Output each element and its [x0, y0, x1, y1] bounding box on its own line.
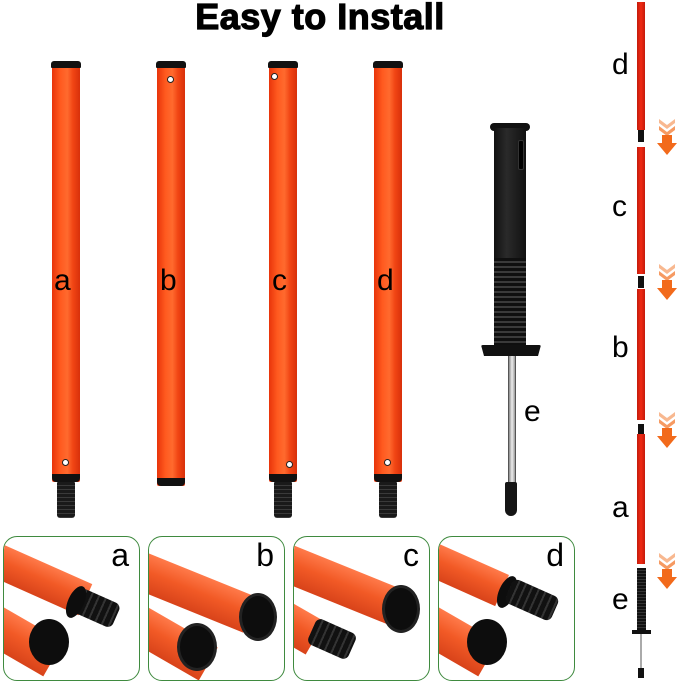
- detail-panel-b: b: [148, 536, 285, 681]
- pole-d: [373, 61, 403, 482]
- detail-panel-c: c: [293, 536, 430, 681]
- pole-hole: [286, 461, 293, 468]
- pole-a-label: a: [54, 264, 71, 297]
- mini-join: [638, 130, 644, 142]
- mini-handle-e: [637, 568, 646, 630]
- assembly-label-a: a: [612, 491, 629, 524]
- mini-flange: [632, 630, 651, 634]
- panel-label: b: [256, 537, 274, 573]
- mini-pole-b: [637, 289, 645, 420]
- panel-label: c: [403, 537, 419, 573]
- detail-panel-a: a: [3, 536, 140, 681]
- spike-tip-cap: [505, 482, 517, 516]
- pole-a: [51, 61, 81, 482]
- pole-a-thread: [57, 482, 75, 518]
- pole-c-label: c: [272, 264, 287, 297]
- pole-d-thread: [379, 482, 397, 518]
- pole-hole: [167, 76, 174, 83]
- title: Easy to Install: [195, 0, 445, 38]
- pole-c: [268, 61, 298, 482]
- handle-slot: [518, 140, 524, 170]
- mini-join: [638, 276, 644, 288]
- ground-spike: [508, 356, 516, 486]
- mini-spike-tip: [638, 668, 644, 678]
- down-arrow-icon: [657, 119, 677, 155]
- mini-join: [638, 424, 644, 434]
- pole-c-thread: [274, 482, 292, 518]
- open-socket-end: [239, 593, 277, 641]
- mini-pole-a: [637, 434, 645, 564]
- handle-flange: [481, 345, 541, 356]
- assembly-label-d: d: [612, 48, 629, 81]
- pole-bottom-cap: [157, 478, 185, 486]
- solid-end-cap: [29, 619, 69, 665]
- pole-hole: [271, 73, 278, 80]
- pole-hole: [384, 459, 391, 466]
- pole-d-label: d: [377, 264, 394, 297]
- mini-pole-c: [637, 147, 645, 274]
- pole-bottom-collar: [269, 474, 297, 482]
- panel-label: d: [546, 537, 564, 573]
- detail-panel-d: d: [438, 536, 575, 681]
- threaded-connector: [306, 617, 358, 661]
- part-e-label: e: [524, 395, 541, 428]
- pole-top-cap: [268, 61, 298, 68]
- solid-end-cap: [467, 619, 507, 665]
- panel-label: a: [111, 537, 129, 573]
- handle-spring: [494, 258, 526, 348]
- down-arrow-icon: [657, 412, 677, 448]
- assembly-label-e: e: [612, 583, 629, 616]
- mini-spike: [640, 634, 642, 674]
- handle-top-rim: [490, 123, 530, 131]
- pole-b-label: b: [160, 264, 177, 297]
- pole-b: [156, 61, 186, 486]
- pole-bottom-collar: [374, 474, 402, 482]
- threaded-connector: [503, 577, 561, 623]
- down-arrow-icon: [657, 553, 677, 589]
- assembly-label-c: c: [612, 190, 627, 223]
- pole-top-cap: [373, 61, 403, 68]
- pole-hole: [62, 459, 69, 466]
- assembly-label-b: b: [612, 331, 629, 364]
- down-arrow-icon: [657, 264, 677, 300]
- open-socket-end: [177, 623, 217, 671]
- mini-pole-d: [637, 2, 645, 130]
- pole-bottom-collar: [52, 474, 80, 482]
- pole-top-cap: [51, 61, 81, 68]
- pole-top-cap: [156, 61, 186, 68]
- open-socket-end: [382, 585, 420, 633]
